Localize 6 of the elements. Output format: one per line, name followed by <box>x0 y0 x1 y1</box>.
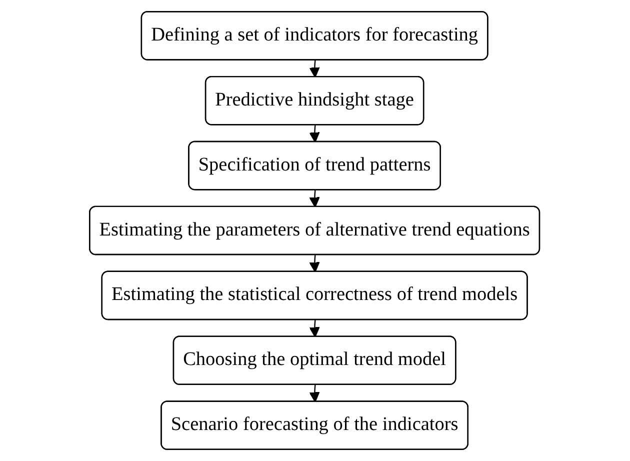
arrow <box>310 60 320 78</box>
arrow <box>310 384 320 402</box>
arrow <box>310 320 320 338</box>
arrow <box>310 190 320 208</box>
arrow <box>310 255 320 272</box>
arrow <box>310 125 320 143</box>
